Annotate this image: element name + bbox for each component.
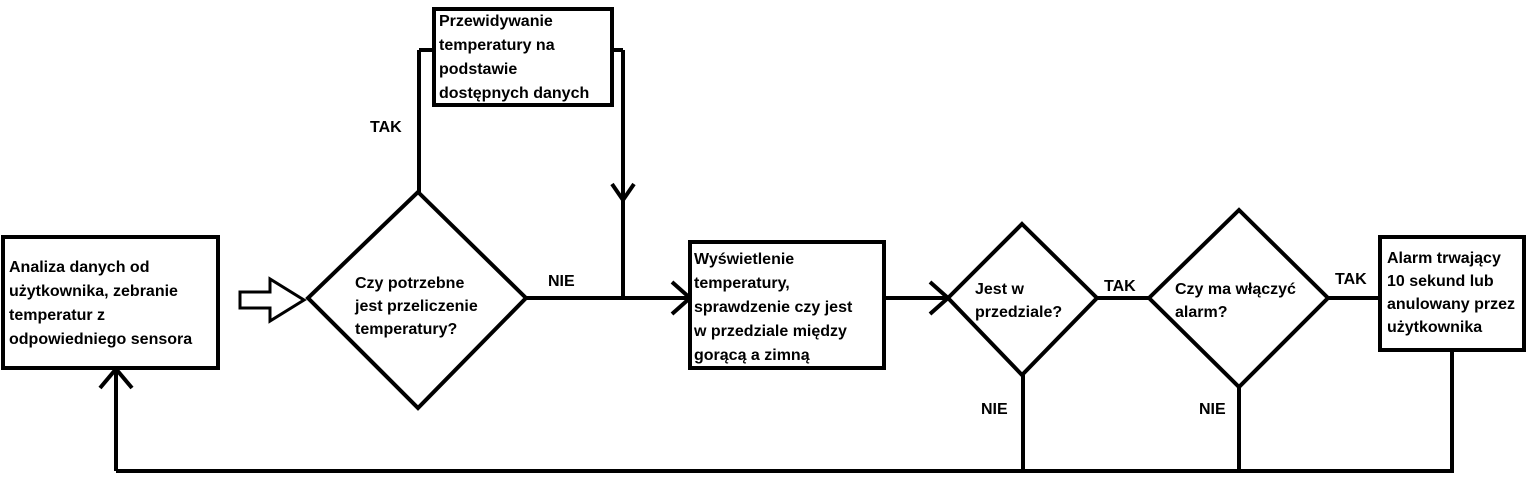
label-nie-2: NIE — [981, 401, 1008, 418]
label-tak-1: TAK — [370, 119, 402, 136]
text-alarm: Alarm trwający 10 sekund lub anulowany p… — [1387, 250, 1519, 336]
connectors — [98, 48, 1454, 473]
text-jest-w-przedziale: Jest w przedziale? — [975, 281, 1062, 321]
text-przewidywanie: Przewidywanie temperatury na podstawie d… — [439, 13, 589, 102]
label-nie-3: NIE — [1199, 401, 1226, 418]
text-czy-alarm: Czy ma włączyć alarm? — [1175, 281, 1300, 321]
text-czy-przeliczenie: Czy potrzebne jest przeliczenie temperat… — [354, 275, 482, 338]
node-przewidywanie — [432, 7, 614, 107]
text-wyswietlenie: Wyświetlenie temperatury, sprawdzenie cz… — [693, 251, 857, 364]
start-arrow — [238, 276, 307, 324]
label-tak-2: TAK — [1104, 278, 1136, 295]
node-czy-przeliczenie — [305, 189, 529, 411]
node-analiza — [1, 235, 220, 370]
text-analiza: Analiza danych od użytkownika, zebranie … — [9, 259, 192, 348]
node-czy-alarm — [1146, 207, 1331, 390]
node-wyswietlenie — [688, 240, 886, 370]
label-tak-3: TAK — [1335, 271, 1367, 288]
node-jest-w-przedziale — [945, 221, 1100, 378]
edge-pred-arrowhead — [610, 182, 636, 204]
label-nie-1: NIE — [548, 273, 575, 290]
node-alarm — [1378, 235, 1526, 352]
